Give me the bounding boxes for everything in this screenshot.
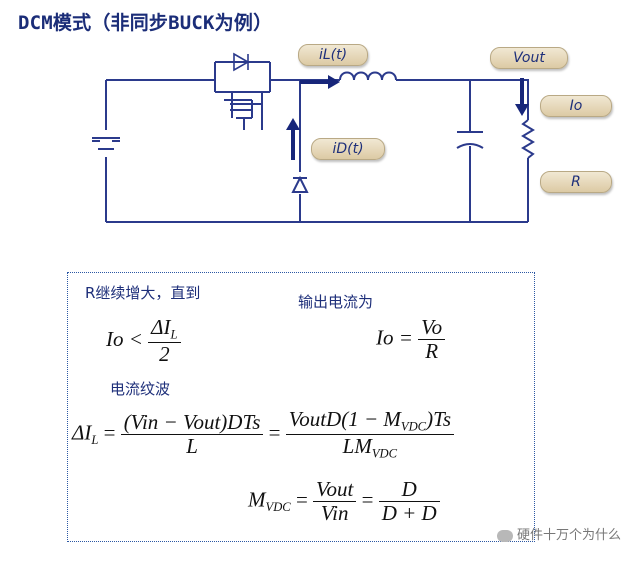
eq2-den: R [425,339,439,364]
eq2-fraction: Vo R [418,315,446,364]
eq1-num: ΔI [151,315,171,339]
resistor [521,119,535,159]
eq4-f2-den: D + D [381,501,437,526]
eq2-num: Vo [418,315,446,341]
r-label: R [540,171,612,193]
formula-box [67,272,535,542]
eq-ripple: ΔIL = (Vin − Vout)DTs L = VoutD(1 − MVDC… [72,407,454,462]
eq3-f1-num: (Vin − Vout)DTs [120,411,264,436]
eq4-f1-den: Vin [320,501,349,526]
inductor [339,71,470,81]
eq3-f2-num-sub: VDC [400,419,427,434]
eq4-fraction-1: Vout Vin [313,477,357,526]
watermark-text: 硬件十万个为什么 [516,528,621,543]
eq1-fraction: ΔIL 2 [148,315,181,367]
eq4-lhs-sub: VDC [265,499,291,514]
condition-note: R继续增大，直到 [85,284,201,302]
vout-label: Vout [490,47,568,69]
output-current-note: 输出电流为 [298,293,374,311]
eq1-den: 2 [159,342,170,367]
eq3-f2-den-sub: VDC [371,446,398,461]
eq4-f2-num: D [378,477,440,503]
mosfet-body-diode [214,61,271,80]
eq4-lhs: M [248,487,266,512]
eq3-f2-den-a: LM [342,434,372,459]
eq1-num-sub: L [170,327,178,342]
iD-label: iD(t) [311,138,385,160]
eq-mvdc: MVDC = Vout Vin = D D + D [248,477,440,526]
eq3-f1-den: L [186,434,198,459]
capacitor-plate-bottom [456,143,484,149]
eq-io-less-than: Io < ΔIL 2 [106,315,181,367]
eq3-fraction-2: VoutD(1 − MVDC)Ts LMVDC [285,407,454,462]
wire-out [470,79,529,222]
eq1-lhs: Io < [106,326,143,351]
eq3-lhs: ΔI [72,420,92,445]
buck-circuit-diagram [92,52,535,223]
eq3-fraction-1: (Vin − Vout)DTs L [120,411,264,459]
ripple-note: 电流纹波 [110,380,171,398]
eq3-lhs-sub: L [91,432,99,447]
iL-label: iL(t) [298,44,368,66]
mosfet-body [214,79,300,93]
watermark: 硬件十万个为什么 [496,524,621,543]
freewheel-diode [291,175,309,193]
wechat-icon [496,529,513,542]
io-label: Io [540,95,612,117]
eq-io-equals: Io = Vo R [376,315,446,364]
eq4-f1-num: Vout [313,477,357,503]
eq2-lhs: Io = [376,325,413,350]
eq3-f2-num-a: VoutD(1 − M [288,407,401,431]
page-title: DCM模式（非同步BUCK为例） [18,12,273,34]
eq4-fraction-2: D D + D [378,477,440,526]
eq3-f2-num-b: )Ts [426,407,451,431]
